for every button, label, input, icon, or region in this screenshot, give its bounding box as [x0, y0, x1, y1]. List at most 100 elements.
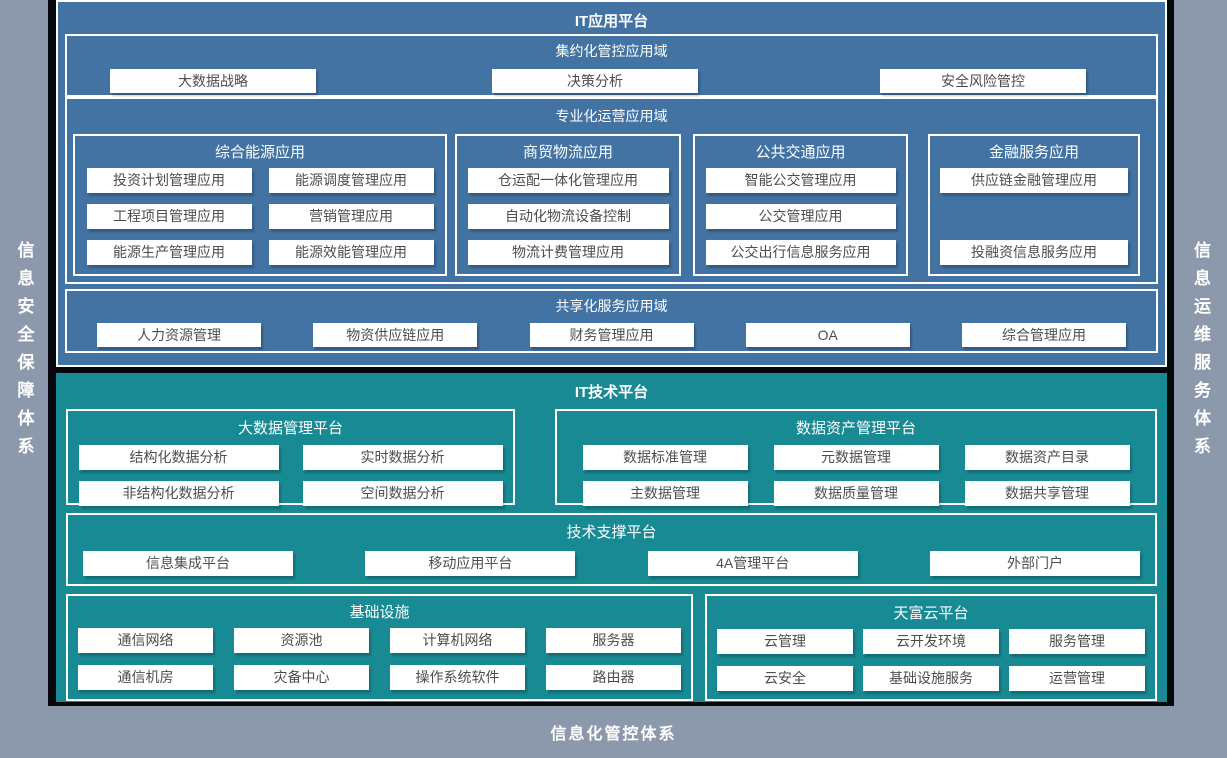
shared-items: 人力资源管理 物资供应链应用 财务管理应用 OA 综合管理应用 — [67, 323, 1156, 347]
operation-service-sidebar: 信息运维服务体系 — [1174, 0, 1227, 706]
section-title: 天富云平台 — [893, 605, 969, 622]
diagram-box: 外部门户 — [929, 551, 1140, 576]
diagram-box: OA — [745, 323, 910, 347]
diagram-box: 4A管理平台 — [647, 551, 858, 576]
diagram-box: 公交管理应用 — [705, 204, 896, 229]
diagram-box: 自动化物流设备控制 — [467, 204, 669, 229]
diagram-box: 工程项目管理应用 — [86, 204, 252, 229]
section-items: 通信网络 资源池 计算机网络 服务器 通信机房 灾备中心 操作系统软件 路由器 — [68, 628, 691, 690]
right-sidebar-label: 信息运维服务体系 — [1191, 241, 1210, 465]
section-items: 信息集成平台 移动应用平台 4A管理平台 外部门户 — [68, 551, 1155, 576]
diagram-box: 通信网络 — [78, 628, 213, 653]
tech-platform-section: IT技术平台 大数据管理平台 结构化数据分析 实时数据分析 非结构化数据分析 空… — [56, 373, 1167, 702]
diagram-box: 公交出行信息服务应用 — [705, 240, 896, 265]
diagram-box: 服务器 — [546, 628, 681, 653]
specialized-domain-title: 专业化运营应用域 — [555, 108, 668, 124]
section-title: 大数据管理平台 — [237, 420, 343, 437]
diagram-box: 云开发环境 — [863, 629, 999, 654]
shared-service-domain: 共享化服务应用域 人力资源管理 物资供应链应用 财务管理应用 OA 综合管理应用 — [65, 289, 1158, 353]
intensive-control-domain: 集约化管控应用域 大数据战略 决策分析 安全风险管控 — [65, 34, 1158, 97]
bottom-bar-label: 信息化管控体系 — [550, 726, 677, 743]
group-title: 金融服务应用 — [988, 144, 1079, 161]
section-title: 数据资产管理平台 — [795, 420, 916, 437]
diagram-box: 数据共享管理 — [964, 481, 1130, 506]
governance-bottom-bar: 信息化管控体系 — [0, 706, 1227, 758]
empty-slot — [940, 204, 1128, 229]
section-title: 技术支撑平台 — [566, 524, 657, 541]
app-platform-title: IT应用平台 — [574, 13, 649, 30]
diagram-box: 数据资产目录 — [964, 445, 1130, 470]
diagram-box: 资源池 — [234, 628, 369, 653]
diagram-box: 物流计费管理应用 — [467, 240, 669, 265]
section-title: 基础设施 — [349, 604, 410, 621]
group-items: 智能公交管理应用 公交管理应用 公交出行信息服务应用 — [695, 168, 906, 265]
diagram-box: 信息集成平台 — [83, 551, 293, 576]
diagram-box: 营销管理应用 — [268, 204, 434, 229]
diagram-box: 人力资源管理 — [97, 323, 261, 347]
diagram-box: 投资计划管理应用 — [86, 168, 252, 193]
shared-domain-title: 共享化服务应用域 — [555, 298, 668, 314]
diagram-box: 操作系统软件 — [390, 665, 525, 690]
section-items: 数据标准管理 元数据管理 数据资产目录 主数据管理 数据质量管理 数据共享管理 — [557, 445, 1155, 506]
diagram-box: 灾备中心 — [234, 665, 369, 690]
group-items: 供应链金融管理应用 投融资信息服务应用 — [930, 168, 1138, 265]
diagram-box: 元数据管理 — [773, 445, 939, 470]
diagram-box: 数据标准管理 — [582, 445, 748, 470]
diagram-box: 仓运配一体化管理应用 — [467, 168, 669, 193]
diagram-box: 通信机房 — [78, 665, 213, 690]
diagram-box: 空间数据分析 — [302, 481, 503, 506]
bigdata-platform: 大数据管理平台 结构化数据分析 实时数据分析 非结构化数据分析 空间数据分析 — [66, 409, 515, 506]
diagram-box: 移动应用平台 — [365, 551, 576, 576]
section-items: 云管理 云开发环境 服务管理 云安全 基础设施服务 运营管理 — [707, 629, 1155, 691]
diagram-box: 主数据管理 — [582, 481, 748, 506]
group-items: 投资计划管理应用 能源调度管理应用 工程项目管理应用 营销管理应用 能源生产管理… — [75, 168, 445, 265]
diagram-box: 大数据战略 — [110, 69, 316, 93]
intensive-items: 大数据战略 决策分析 安全风险管控 — [67, 69, 1156, 93]
security-assurance-sidebar: 信息安全保障体系 — [0, 0, 48, 706]
infrastructure-section: 基础设施 通信网络 资源池 计算机网络 服务器 通信机房 灾备中心 操作系统软件… — [66, 594, 693, 701]
diagram-box: 云管理 — [717, 629, 853, 654]
diagram-box: 财务管理应用 — [529, 323, 694, 347]
cloud-platform-section: 天富云平台 云管理 云开发环境 服务管理 云安全 基础设施服务 运营管理 — [705, 594, 1157, 701]
diagram-box: 结构化数据分析 — [78, 445, 279, 470]
diagram-box: 智能公交管理应用 — [705, 168, 896, 193]
diagram-box: 服务管理 — [1009, 629, 1145, 654]
group-title: 公共交通应用 — [755, 144, 846, 161]
diagram-box: 云安全 — [717, 666, 853, 691]
public-transport-group: 公共交通应用 智能公交管理应用 公交管理应用 公交出行信息服务应用 — [693, 134, 908, 276]
infrastructure-row: 基础设施 通信网络 资源池 计算机网络 服务器 通信机房 灾备中心 操作系统软件… — [66, 594, 1157, 701]
specialized-operation-domain: 专业化运营应用域 综合能源应用 投资计划管理应用 能源调度管理应用 工程项目管理… — [65, 97, 1158, 284]
diagram-box: 计算机网络 — [390, 628, 525, 653]
section-items: 结构化数据分析 实时数据分析 非结构化数据分析 空间数据分析 — [68, 445, 513, 506]
diagram-box: 实时数据分析 — [302, 445, 503, 470]
diagram-box: 决策分析 — [492, 69, 698, 93]
group-items: 仓运配一体化管理应用 自动化物流设备控制 物流计费管理应用 — [457, 168, 679, 265]
group-title: 综合能源应用 — [214, 144, 305, 161]
diagram-box: 数据质量管理 — [773, 481, 939, 506]
diagram-box: 物资供应链应用 — [313, 323, 478, 347]
left-sidebar-label: 信息安全保障体系 — [14, 241, 34, 465]
diagram-box: 供应链金融管理应用 — [940, 168, 1128, 193]
app-platform-section: IT应用平台 集约化管控应用域 大数据战略 决策分析 安全风险管控 专业化运营应… — [56, 0, 1167, 367]
trade-logistics-group: 商贸物流应用 仓运配一体化管理应用 自动化物流设备控制 物流计费管理应用 — [455, 134, 681, 276]
intensive-domain-title: 集约化管控应用域 — [555, 43, 668, 59]
diagram-box: 能源生产管理应用 — [86, 240, 252, 265]
diagram-box: 非结构化数据分析 — [78, 481, 279, 506]
tech-support-platform: 技术支撑平台 信息集成平台 移动应用平台 4A管理平台 外部门户 — [66, 513, 1157, 586]
tech-platform-title: IT技术平台 — [574, 384, 649, 401]
diagram-box: 能源调度管理应用 — [268, 168, 434, 193]
diagram-box: 综合管理应用 — [962, 323, 1126, 347]
diagram-box: 安全风险管控 — [880, 69, 1086, 93]
energy-application-group: 综合能源应用 投资计划管理应用 能源调度管理应用 工程项目管理应用 营销管理应用… — [73, 134, 447, 276]
data-asset-platform: 数据资产管理平台 数据标准管理 元数据管理 数据资产目录 主数据管理 数据质量管… — [555, 409, 1157, 506]
specialized-columns: 综合能源应用 投资计划管理应用 能源调度管理应用 工程项目管理应用 营销管理应用… — [73, 134, 1150, 276]
diagram-box: 路由器 — [546, 665, 681, 690]
diagram-box: 能源效能管理应用 — [268, 240, 434, 265]
data-platforms-row: 大数据管理平台 结构化数据分析 实时数据分析 非结构化数据分析 空间数据分析 数… — [66, 409, 1157, 506]
diagram-box: 基础设施服务 — [863, 666, 999, 691]
financial-service-group: 金融服务应用 供应链金融管理应用 投融资信息服务应用 — [928, 134, 1140, 276]
center-panel-background: IT应用平台 集约化管控应用域 大数据战略 决策分析 安全风险管控 专业化运营应… — [48, 0, 1174, 706]
diagram-box: 运营管理 — [1009, 666, 1145, 691]
group-title: 商贸物流应用 — [522, 144, 613, 161]
